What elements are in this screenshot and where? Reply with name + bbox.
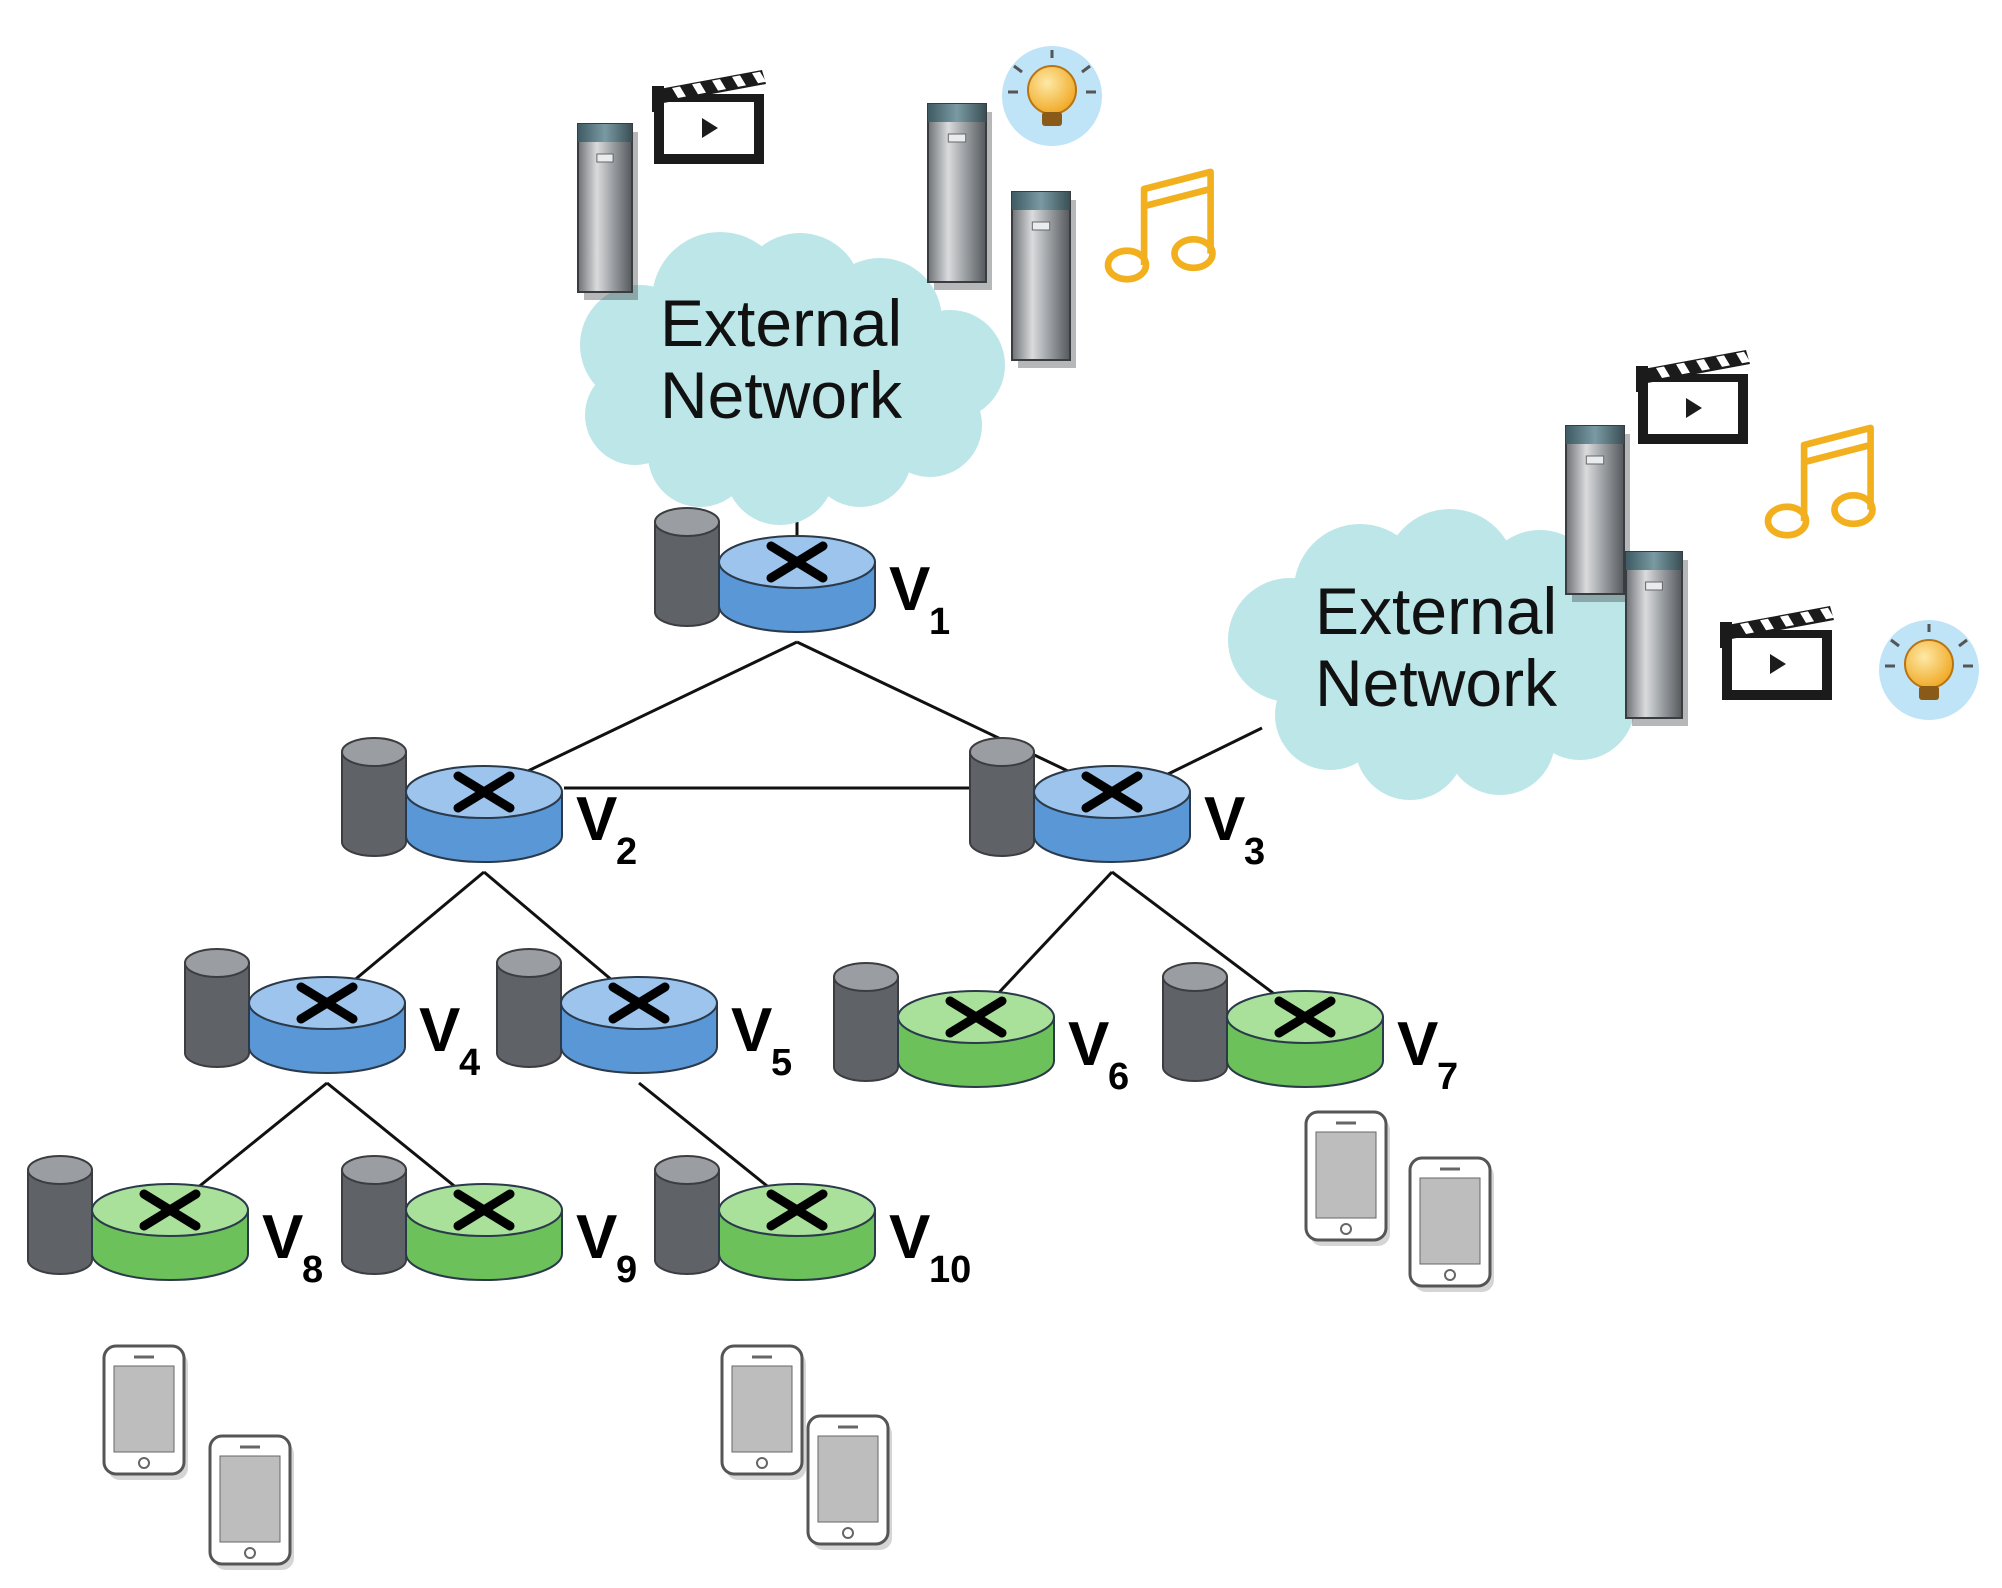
cache-storage-icon	[969, 737, 1035, 857]
external-network-label-line2: Network	[1315, 646, 1558, 720]
cache-storage-icon	[1162, 962, 1228, 1082]
cache-storage-icon	[496, 948, 562, 1068]
node-label-letter: V	[889, 1203, 930, 1272]
node-label-subscript: 10	[929, 1249, 971, 1291]
router-icon	[91, 1183, 249, 1281]
server-icon	[1625, 551, 1688, 726]
router-node-v6[interactable]: V6	[833, 962, 1129, 1098]
router-node-v9[interactable]: V9	[341, 1155, 637, 1291]
node-label-subscript: 7	[1437, 1056, 1458, 1098]
network-link	[1161, 726, 1263, 779]
router-icon	[405, 765, 563, 863]
smartphone-icon	[208, 1434, 294, 1570]
external-network-cloud: External Network	[1228, 509, 1655, 800]
node-label-letter: V	[262, 1203, 303, 1272]
node-label-subscript: 2	[616, 831, 637, 873]
cache-storage-icon	[341, 1155, 407, 1275]
router-node-v2[interactable]: V2	[341, 737, 637, 873]
external-network-label-line2: Network	[660, 358, 903, 432]
router-icon	[248, 976, 406, 1074]
smartphone-icon	[102, 1344, 188, 1480]
router-icon	[405, 1183, 563, 1281]
cache-storage-icon	[341, 737, 407, 857]
router-icon	[1033, 765, 1191, 863]
cache-storage-icon	[184, 948, 250, 1068]
lightbulb-icon	[1002, 46, 1102, 146]
cache-storage-icon	[833, 962, 899, 1082]
content-sources-layer	[577, 46, 1979, 726]
video-clapperboard-icon	[1720, 606, 1834, 700]
network-link	[483, 640, 798, 794]
router-node-v1[interactable]: V1	[654, 507, 950, 643]
server-icon	[927, 103, 992, 290]
node-label-letter: V	[731, 996, 772, 1065]
node-label-subscript: 3	[1244, 831, 1265, 873]
smartphone-icon	[1304, 1110, 1390, 1246]
node-label-letter: V	[1068, 1010, 1109, 1079]
router-node-v4[interactable]: V4	[184, 948, 480, 1084]
router-icon	[1226, 990, 1384, 1088]
node-label-letter: V	[1204, 785, 1245, 854]
router-icon	[897, 990, 1055, 1088]
cache-storage-icon	[27, 1155, 93, 1275]
video-clapperboard-icon	[1636, 350, 1750, 444]
node-label-letter: V	[576, 1203, 617, 1272]
router-node-v8[interactable]: V8	[27, 1155, 323, 1291]
node-label-letter: V	[576, 785, 617, 854]
node-label-subscript: 6	[1108, 1056, 1129, 1098]
node-label-subscript: 4	[459, 1042, 480, 1084]
server-icon	[1011, 191, 1076, 368]
external-network-label-line1: External	[1315, 574, 1557, 648]
node-label-letter: V	[889, 555, 930, 624]
node-label-subscript: 8	[302, 1249, 323, 1291]
external-network-label-line1: External	[660, 286, 902, 360]
cache-storage-icon	[654, 507, 720, 627]
user-devices-layer	[102, 1110, 1494, 1570]
router-node-v10[interactable]: V10	[654, 1155, 971, 1291]
external-network-cloud: External Network	[580, 232, 1005, 525]
node-label-subscript: 1	[929, 601, 950, 643]
lightbulb-icon	[1879, 620, 1979, 720]
router-icon	[718, 535, 876, 633]
router-icon	[560, 976, 718, 1074]
smartphone-icon	[720, 1344, 806, 1480]
network-link	[796, 640, 1113, 794]
music-note-icon	[1104, 168, 1216, 283]
smartphone-icon	[806, 1414, 892, 1550]
router-icon	[718, 1183, 876, 1281]
node-label-subscript: 5	[771, 1042, 792, 1084]
music-note-icon	[1764, 424, 1876, 539]
router-node-v5[interactable]: V5	[496, 948, 792, 1084]
smartphone-icon	[1408, 1156, 1494, 1292]
node-label-letter: V	[1397, 1010, 1438, 1079]
cache-storage-icon	[654, 1155, 720, 1275]
router-node-v3[interactable]: V3	[969, 737, 1265, 873]
server-icon	[577, 123, 638, 300]
node-label-subscript: 9	[616, 1249, 637, 1291]
node-label-letter: V	[419, 996, 460, 1065]
router-node-v7[interactable]: V7	[1162, 962, 1458, 1098]
video-clapperboard-icon	[652, 70, 766, 164]
server-icon	[1565, 425, 1630, 602]
